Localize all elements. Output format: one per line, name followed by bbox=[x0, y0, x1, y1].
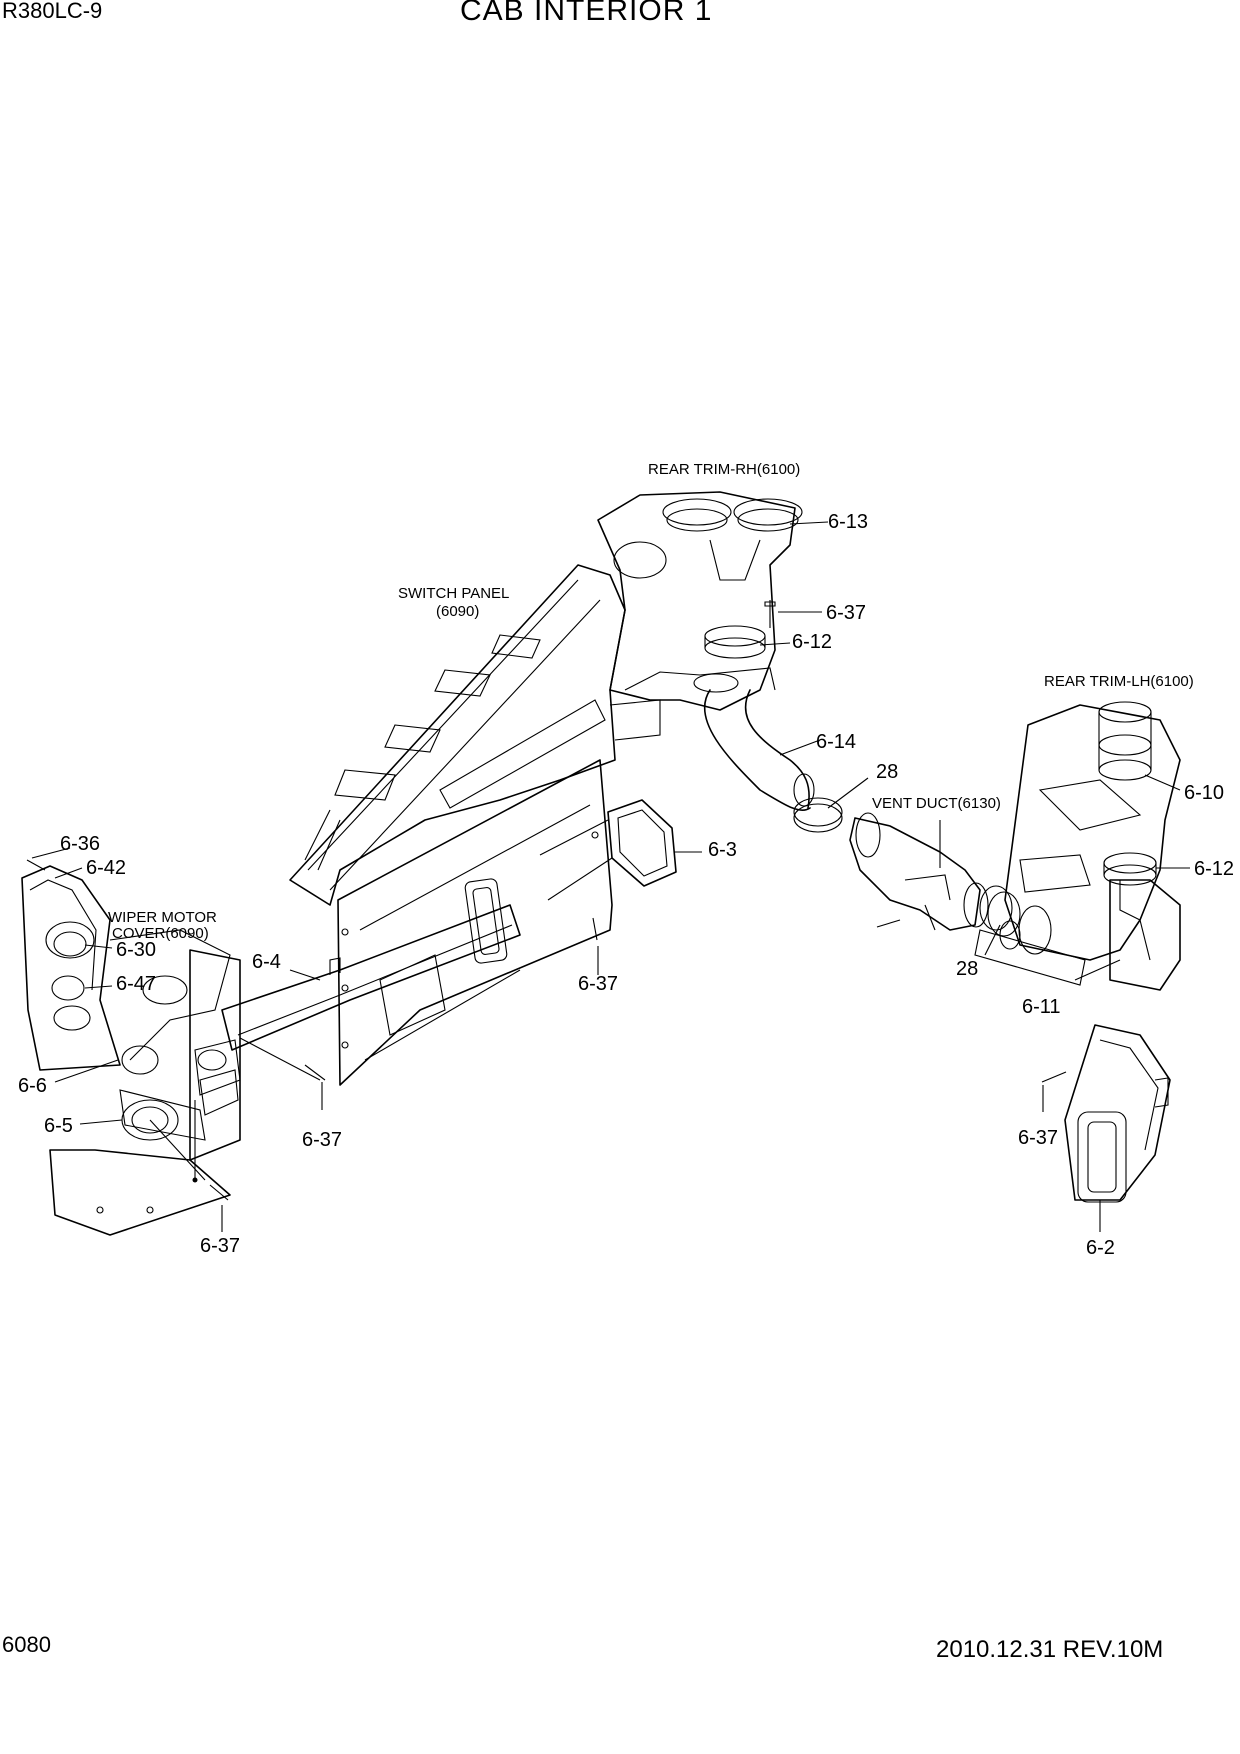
page-number: 6080 bbox=[2, 1632, 51, 1657]
callout-6-6: 6-6 bbox=[18, 1075, 47, 1097]
callout-6-37-right: 6-37 bbox=[1018, 1127, 1058, 1149]
vent-duct-part bbox=[849, 812, 989, 931]
center-back-panel-part bbox=[337, 759, 613, 1086]
page-title: CAB INTERIOR 1 bbox=[460, 0, 713, 27]
callout-6-47: 6-47 bbox=[116, 973, 156, 995]
note-switch-panel: SWITCH PANEL bbox=[398, 585, 509, 602]
note-wiper-motor-ref: COVER(6090) bbox=[112, 925, 209, 942]
callout-6-14: 6-14 bbox=[816, 731, 856, 753]
callout-6-10: 6-10 bbox=[1184, 782, 1224, 804]
model-number: R380LC-9 bbox=[2, 0, 103, 23]
leader-lines bbox=[31, 521, 1190, 1232]
rear-trim-rh-part bbox=[597, 491, 803, 711]
callout-28-bottom: 28 bbox=[956, 958, 978, 980]
duct-outlet-6-2-part bbox=[1064, 1024, 1171, 1203]
revision-date: 2010.12.31 REV.10M bbox=[936, 1636, 1164, 1663]
callout-6-37-top: 6-37 bbox=[826, 602, 866, 624]
callout-6-30: 6-30 bbox=[116, 939, 156, 961]
note-wiper-motor: WIPER MOTOR bbox=[108, 909, 217, 926]
switch-panel-part bbox=[289, 564, 661, 906]
callout-6-3: 6-3 bbox=[708, 839, 737, 861]
callout-6-12-top: 6-12 bbox=[792, 631, 832, 653]
callout-6-12-right: 6-12 bbox=[1194, 858, 1234, 880]
hose-clamp-28-top-part bbox=[793, 797, 843, 833]
callout-6-42: 6-42 bbox=[86, 857, 126, 879]
duct-outlet-6-3-part bbox=[539, 799, 677, 901]
callout-28-top: 28 bbox=[876, 761, 898, 783]
callout-6-2: 6-2 bbox=[1086, 1237, 1115, 1259]
note-vent-duct: VENT DUCT(6130) bbox=[872, 795, 1001, 812]
hose-clamp-28-bottom-part bbox=[979, 885, 1021, 937]
callout-6-37-left: 6-37 bbox=[302, 1129, 342, 1151]
callout-6-5: 6-5 bbox=[44, 1115, 73, 1137]
callout-6-13: 6-13 bbox=[828, 511, 868, 533]
rear-trim-lh-part bbox=[974, 701, 1181, 991]
screw-icon bbox=[26, 600, 1067, 1201]
callout-6-11: 6-11 bbox=[1022, 996, 1061, 1018]
callout-6-37-mid: 6-37 bbox=[578, 973, 618, 995]
note-rear-trim-rh: REAR TRIM-RH(6100) bbox=[648, 461, 800, 478]
note-rear-trim-lh: REAR TRIM-LH(6100) bbox=[1044, 673, 1194, 690]
callout-6-37-bottom: 6-37 bbox=[200, 1235, 240, 1257]
wiper-motor-cover-part bbox=[21, 865, 241, 1236]
callout-6-36: 6-36 bbox=[60, 833, 100, 855]
duct-6-4-part bbox=[221, 904, 521, 1051]
flex-hose-6-14-part bbox=[703, 689, 815, 812]
note-switch-panel-ref: (6090) bbox=[436, 603, 479, 620]
junction-dot bbox=[192, 1177, 198, 1183]
callout-6-4: 6-4 bbox=[252, 951, 281, 973]
